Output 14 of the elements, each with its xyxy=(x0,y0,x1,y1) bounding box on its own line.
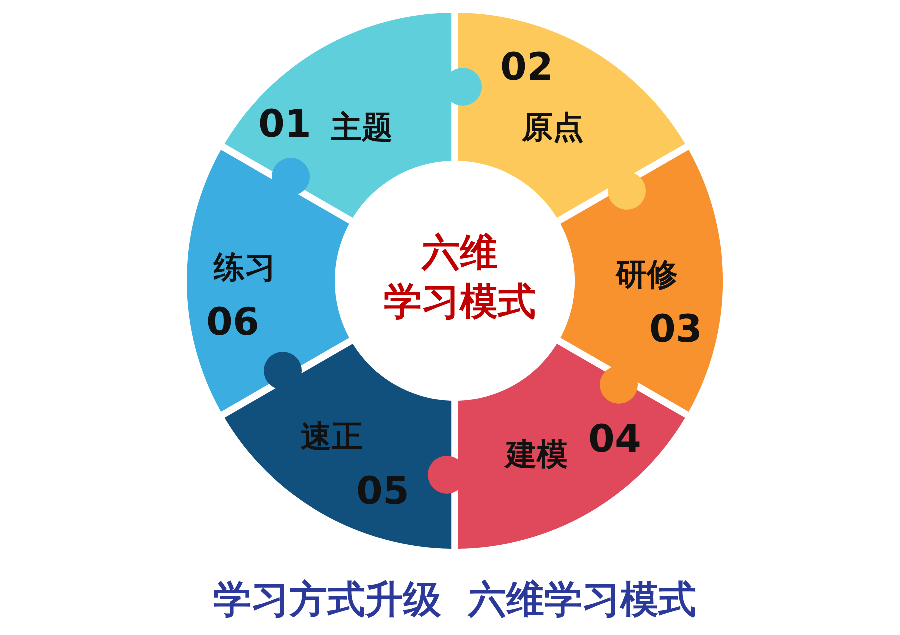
step-number: 02 xyxy=(500,47,554,89)
step-number: 03 xyxy=(650,309,702,351)
step-label: 建模 xyxy=(506,438,568,472)
step-number: 04 xyxy=(588,419,642,461)
center-title: 六维学习模式 xyxy=(384,230,536,326)
step-label: 研修 xyxy=(616,258,678,292)
step-label: 原点 xyxy=(522,110,584,146)
step-label: 练习 xyxy=(214,250,276,286)
step-number: 06 xyxy=(206,302,260,344)
step-label: 主题 xyxy=(330,110,393,146)
title: 学习方式升级 六维学习模式 xyxy=(213,576,697,624)
step-number: 05 xyxy=(356,471,410,513)
step-label: 速正 xyxy=(300,420,363,454)
step-number: 01 xyxy=(258,104,312,146)
